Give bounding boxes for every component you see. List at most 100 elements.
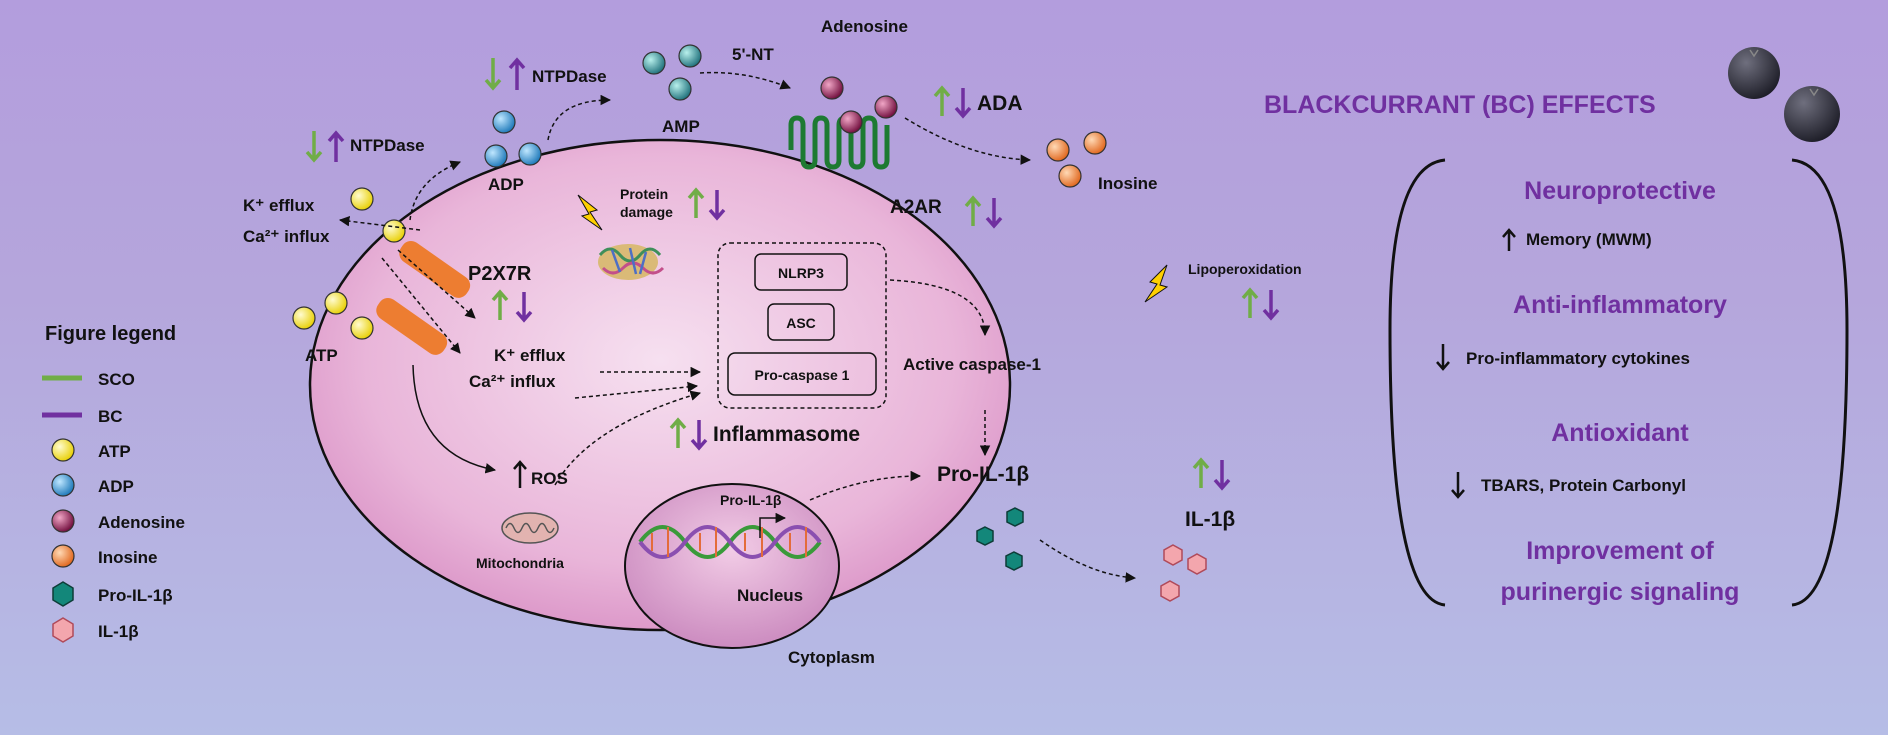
purinergic-heading-2: purinergic signaling [1501,578,1740,606]
adp-label: ADP [488,175,524,194]
legend-item-pro-il1b: Pro-IL-1β [52,581,173,607]
legend-title: Figure legend [45,323,176,345]
effects-title: BLACKCURRANT (BC) EFFECTS [1264,91,1656,119]
pathway-arrows [338,71,1137,583]
inflammasome-complex [717,242,887,409]
legend-item-adp: ADP [51,473,134,497]
down-arrow-icon [1451,472,1465,499]
adp-molecules [484,110,542,168]
ada-label: ADA [977,92,1023,115]
nucleus-label: Nucleus [737,586,803,605]
asc-box [767,303,835,341]
amp-label: AMP [662,117,700,136]
dna-helix-icon [638,525,822,559]
legend-item-atp: ATP [51,438,131,462]
ca-influx-out-label: Ca²⁺ influx [243,227,330,246]
svg-text:Pro-IL-1β: Pro-IL-1β [98,586,173,605]
protein-damage-label-1: Protein [620,186,668,202]
legend-item-sco: SCO [42,370,135,389]
ros-label: ROS [531,469,568,488]
legend-item-adenosine: Adenosine [51,509,185,533]
legend-item-bc: BC [42,407,123,426]
neuroprotective-heading: Neuroprotective [1524,177,1716,205]
memory-detail: Memory (MWM) [1526,230,1652,249]
a2ar-receptor-icon [788,115,890,170]
antioxidant-heading: Antioxidant [1551,419,1689,447]
nucleus [624,483,840,649]
pro-il1b-label: Pro-IL-1β [937,463,1029,486]
svg-text:ATP: ATP [98,442,131,461]
5nt-label: 5'-NT [732,45,774,64]
p2x7r-channel-right [376,297,448,355]
lipoperoxidation-label: Lipoperoxidation [1188,261,1302,277]
protein-damage-label-2: damage [620,204,673,220]
ntpdase-left-label: NTPDase [350,136,425,155]
transcription-start-arrow [759,512,787,538]
mitochondria-label: Mitochondria [476,555,564,571]
tbars-detail: TBARS, Protein Carbonyl [1481,476,1686,495]
il1b-label: IL-1β [1185,508,1235,531]
amp-molecules [642,44,702,101]
pro-il1b-molecules [976,507,1024,571]
protein-damage-regulation [687,187,726,221]
purinergic-heading-1: Improvement of [1526,537,1714,565]
inflammasome-label: Inflammasome [713,423,860,446]
lightning-icon-lipid [1144,264,1169,303]
nlrp3-box [754,253,848,291]
adenosine-molecules [820,76,898,134]
lightning-icon-protein [577,194,603,231]
svg-text:Adenosine: Adenosine [98,513,185,532]
atp-label: ATP [305,346,338,365]
k-efflux-out-label: K⁺ efflux [243,196,315,215]
p2x7r-regulation [491,289,533,323]
ntpdase-left-regulation [305,130,345,163]
figure-legend: Figure legend SCO BC ATP ADP Adenosine I… [42,323,185,643]
nlrp3-label: NLRP3 [778,265,824,281]
ntpdase-top-label: NTPDase [532,67,607,86]
svg-text:SCO: SCO [98,370,135,389]
effects-list: Neuroprotective Memory (MWM) Anti-inflam… [1436,177,1740,606]
asc-label: ASC [786,315,816,331]
inosine-label: Inosine [1098,174,1158,193]
anti-inflammatory-heading: Anti-inflammatory [1513,291,1727,319]
inflammasome-regulation [669,417,708,451]
adenosine-label: Adenosine [821,17,908,36]
ca-influx-in-label: Ca²⁺ influx [469,372,556,391]
a2ar-regulation [964,195,1003,229]
legend-item-il1b: IL-1β [52,617,139,643]
k-efflux-in-label: K⁺ efflux [494,346,566,365]
ros-arrow [412,364,497,474]
ros-up-arrow [513,460,527,488]
ntpdase-top-regulation [484,57,526,91]
effects-bracket-left [1388,158,1446,607]
active-caspase-label: Active caspase-1 [903,355,1041,374]
diagram-labels: NTPDase NTPDase 5'-NT Adenosine ADA AMP … [243,17,1302,667]
ada-regulation [933,85,972,119]
legend-item-inosine: Inosine [51,544,158,568]
down-arrow-icon [1436,344,1450,371]
regulation-arrows [305,57,1280,491]
pro-caspase-label: Pro-caspase 1 [755,367,850,383]
effects-bracket-right [1791,158,1849,607]
up-arrow-icon [1502,228,1516,251]
pro-caspase-box [727,352,877,396]
cell-membrane [308,138,1012,632]
cytokines-detail: Pro-inflammatory cytokines [1466,349,1690,368]
il1b-molecules [1160,544,1207,602]
inosine-molecules [1046,131,1107,188]
p2x7r-channel-left [399,240,471,298]
svg-text:ADP: ADP [98,477,134,496]
blackcurrant-berries-icon [1728,47,1840,142]
a2ar-label: A2AR [890,197,942,218]
mitochondria-icon [501,512,559,544]
svg-text:IL-1β: IL-1β [98,622,139,641]
lipoperoxidation-regulation [1241,287,1280,321]
svg-text:Inosine: Inosine [98,548,158,567]
cytoplasm-label: Cytoplasm [788,648,875,667]
p2x7r-label: P2X7R [468,263,532,285]
protein-structure-icon [598,244,665,280]
svg-text:BC: BC [98,407,123,426]
pro-il1b-gene-label: Pro-IL-1β [720,492,782,508]
